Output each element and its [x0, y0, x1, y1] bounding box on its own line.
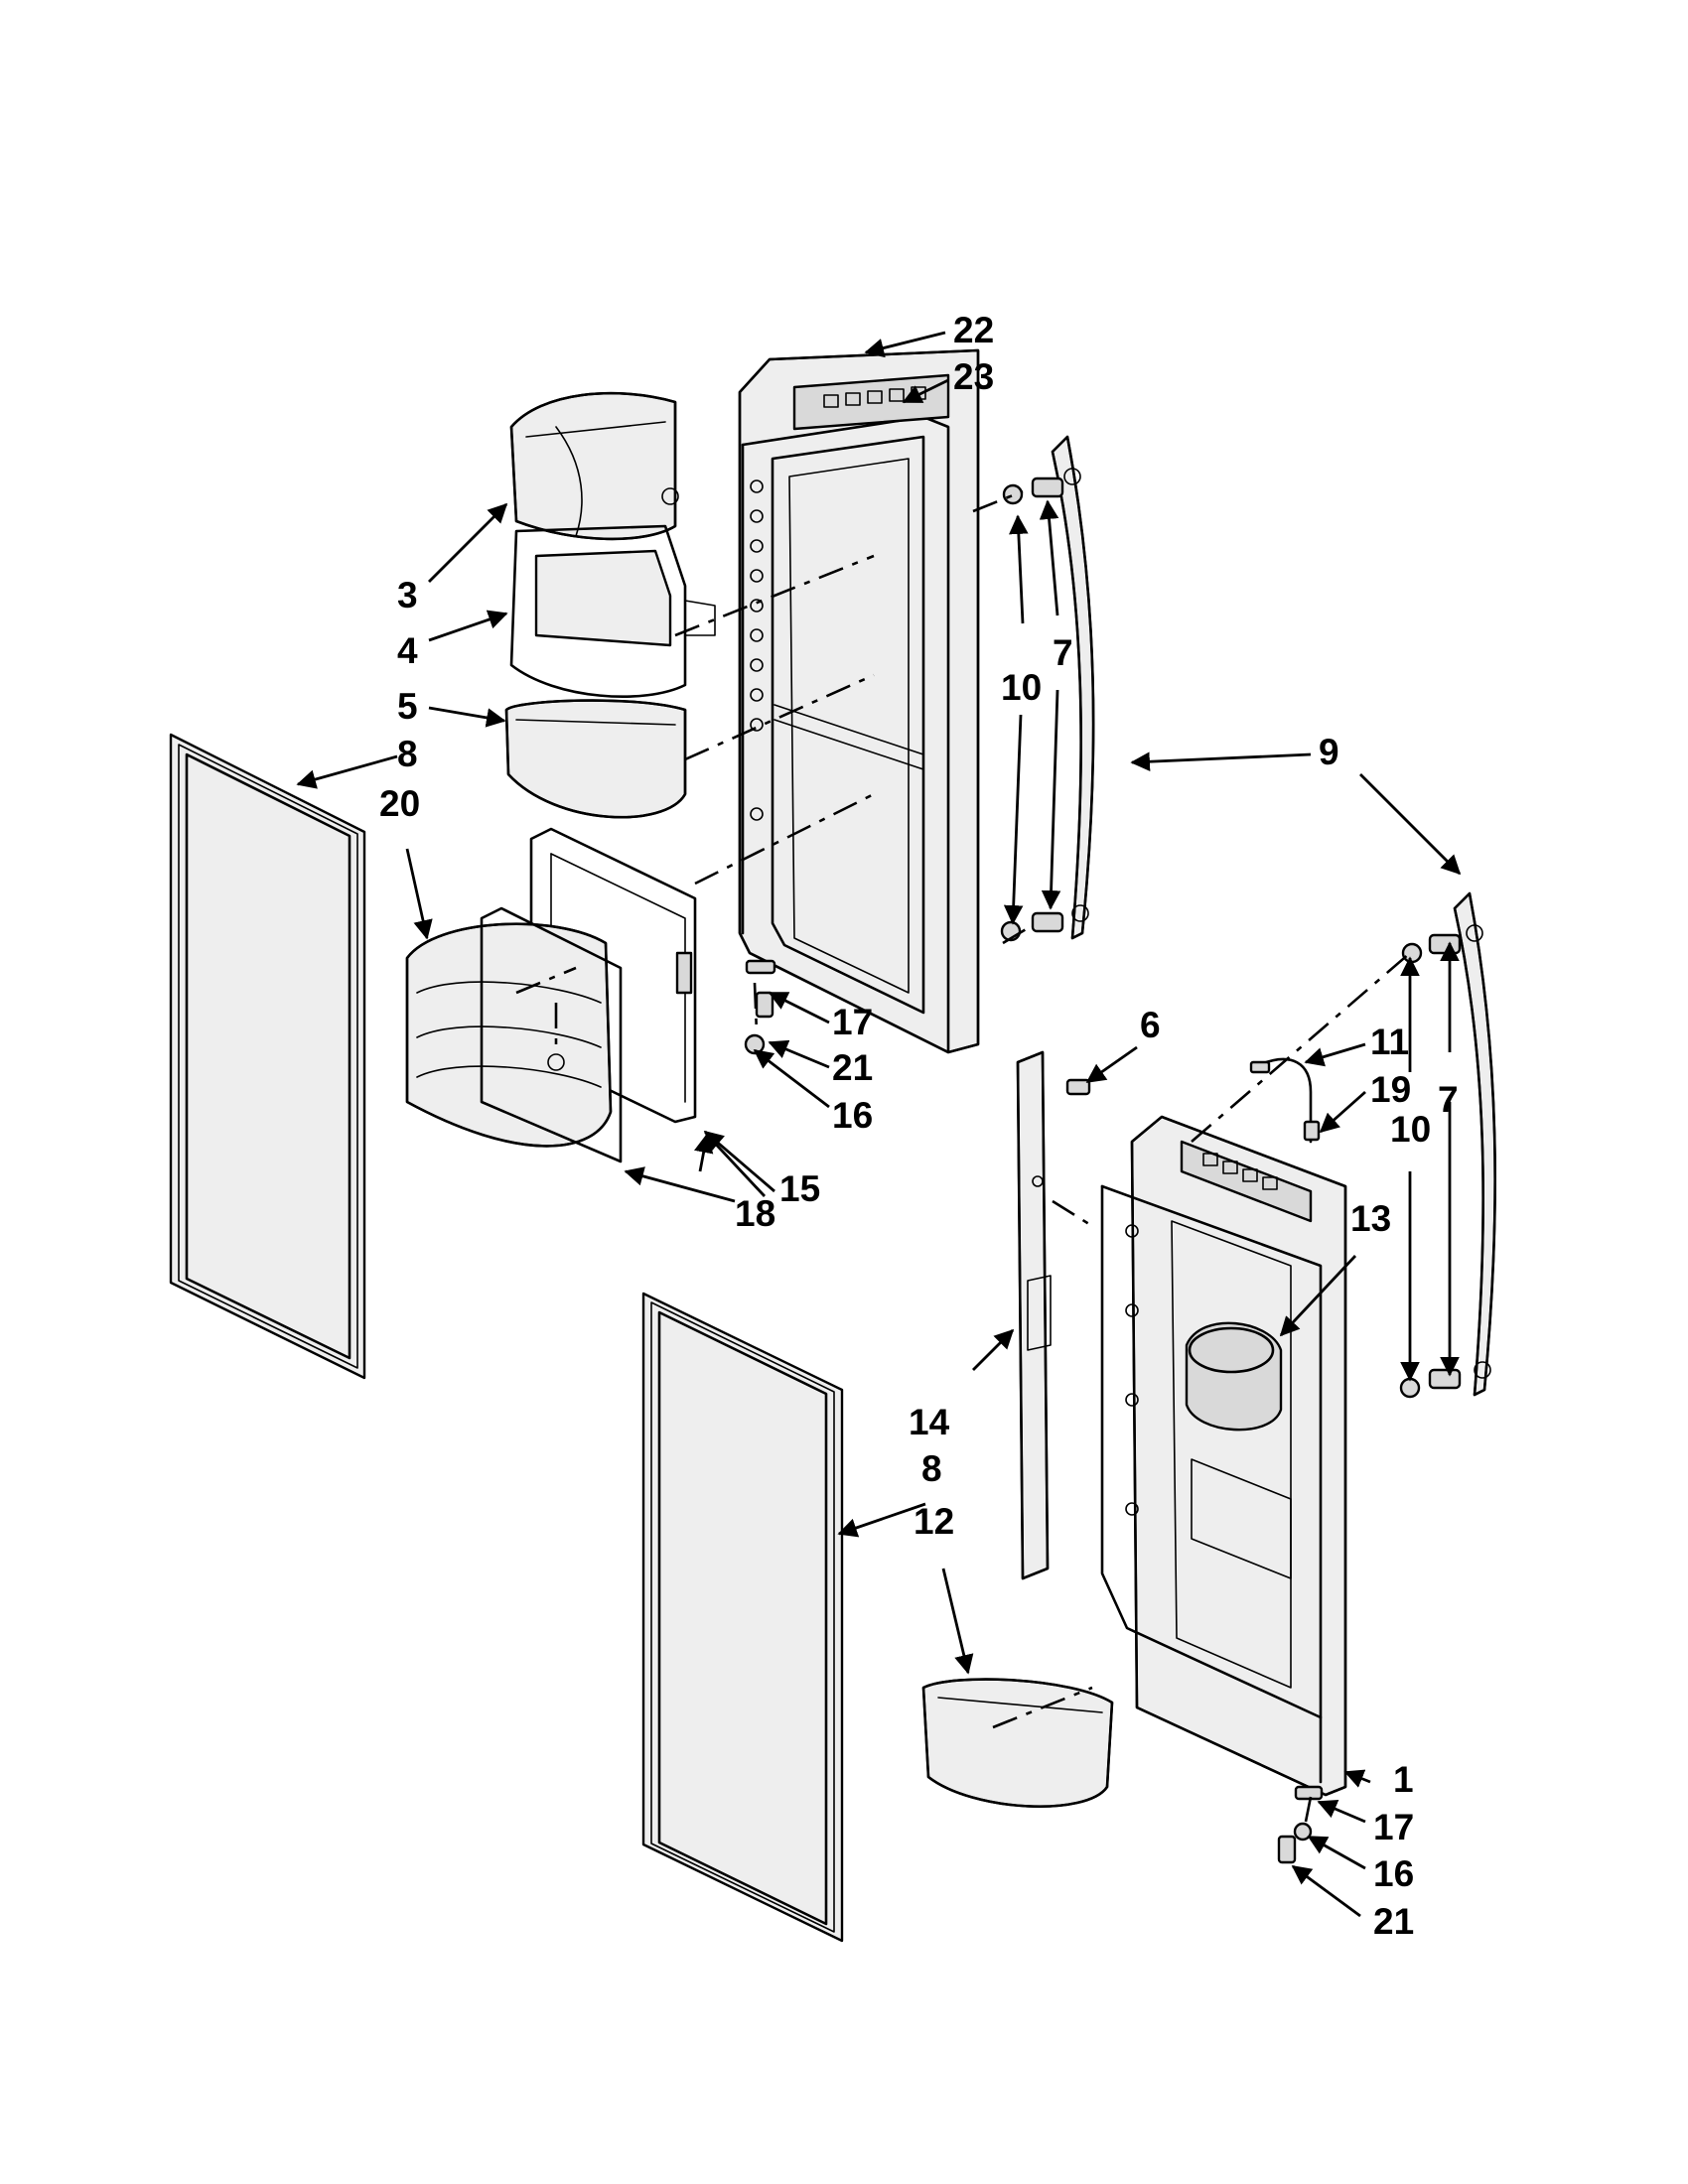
callout-9: 9: [1319, 732, 1339, 772]
callout-10-right: 10: [1390, 1109, 1431, 1150]
callout-17-bottom: 17: [1373, 1807, 1414, 1847]
callout-14: 14: [909, 1402, 950, 1442]
callout-17-top: 17: [832, 1002, 873, 1042]
flip-mullion: [1016, 1050, 1052, 1580]
callout-7-right: 7: [1438, 1079, 1459, 1120]
callout-5: 5: [397, 686, 418, 727]
mullion-screw: [1065, 1078, 1091, 1096]
left-door-handle: [1051, 435, 1095, 940]
callout-8-mid: 8: [921, 1448, 942, 1489]
callout-13: 13: [1350, 1198, 1391, 1239]
callout-12: 12: [914, 1501, 954, 1542]
callout-3: 3: [397, 575, 418, 615]
dairy-door-cover: [509, 391, 679, 541]
door-bin-large: [921, 1678, 1114, 1808]
callout-16-bottom: 16: [1373, 1853, 1414, 1894]
callout-6: 6: [1140, 1005, 1161, 1045]
callout-4: 4: [397, 630, 418, 671]
callout-20: 20: [379, 783, 420, 824]
callout-labels: 22 23 3 4 5 8 20 17 21 16 15 18 10 7 9 6…: [379, 310, 1459, 1942]
left-door-gasket: [169, 733, 366, 1380]
right-door-handle: [1453, 891, 1496, 1397]
callout-22: 22: [953, 310, 994, 350]
leader-lines: [296, 331, 1462, 1918]
door-bin-small: [504, 699, 687, 819]
dairy-bin: [509, 524, 716, 698]
callout-19: 19: [1370, 1069, 1411, 1110]
callout-1: 1: [1393, 1759, 1414, 1800]
callout-23: 23: [953, 356, 994, 397]
callout-21-bottom: 21: [1373, 1901, 1414, 1942]
lower-door-gasket: [641, 1292, 844, 1943]
upper-hinge-hardware: [744, 959, 776, 1055]
callout-16-top: 16: [832, 1095, 873, 1136]
callout-8-left: 8: [397, 734, 418, 774]
callout-11: 11: [1370, 1022, 1409, 1062]
callout-21-top: 21: [832, 1047, 873, 1088]
handle-screw: [1000, 477, 1064, 942]
callout-10-top: 10: [1001, 667, 1042, 708]
dispenser-bracket: [480, 906, 623, 1163]
right-door-liner: [1100, 1115, 1347, 1797]
dispenser-cover: [405, 922, 613, 1148]
assembly-lines: [515, 489, 1411, 1823]
callout-7-top: 7: [1053, 632, 1073, 673]
water-tube: [1249, 1057, 1321, 1144]
callout-18: 18: [735, 1193, 775, 1234]
lower-hinge-hardware: [1277, 1785, 1324, 1864]
left-door-liner: [738, 348, 980, 1054]
callout-15: 15: [779, 1168, 820, 1209]
